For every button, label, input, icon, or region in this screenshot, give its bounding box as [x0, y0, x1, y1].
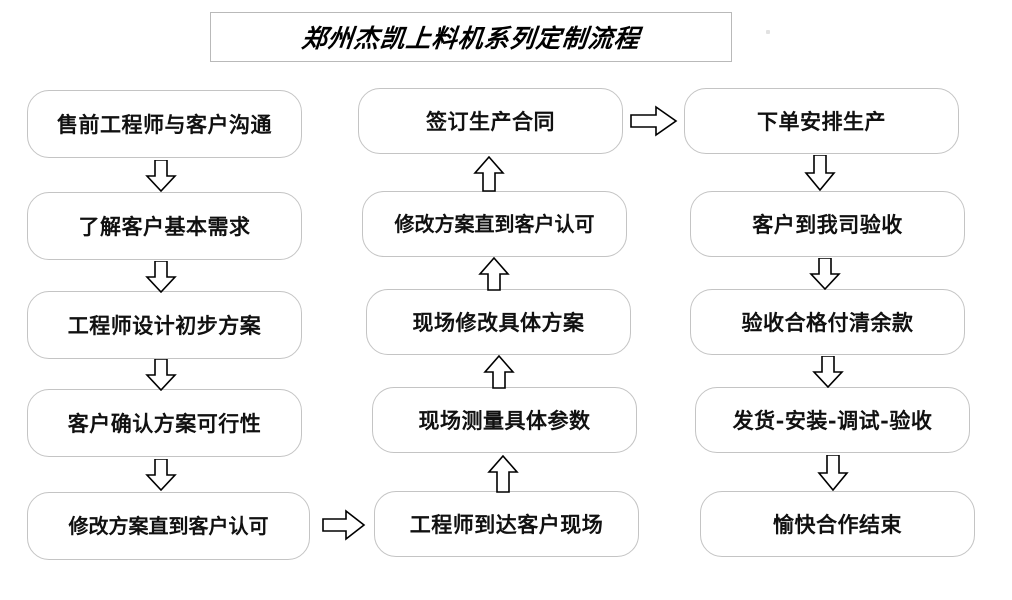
node-label: 修改方案直到客户认可	[394, 212, 595, 236]
node-label: 现场测量具体参数	[418, 407, 591, 433]
node-label: 客户到我司验收	[752, 211, 903, 237]
node-label: 验收合格付清余款	[741, 309, 914, 335]
arrow-right-icon	[630, 105, 678, 137]
node-understand-requirements[interactable]: 了解客户基本需求	[27, 192, 302, 260]
node-on-site-revise-plan[interactable]: 现场修改具体方案	[366, 289, 631, 355]
arrow-down-icon	[803, 155, 837, 191]
node-engineer-arrive-site[interactable]: 工程师到达客户现场	[374, 491, 639, 557]
arrow-down-icon	[144, 261, 178, 293]
node-revise-until-approved-middle[interactable]: 修改方案直到客户认可	[362, 191, 627, 257]
node-revise-until-approved-left[interactable]: 修改方案直到客户认可	[27, 492, 310, 560]
node-engineer-initial-design[interactable]: 工程师设计初步方案	[27, 291, 302, 359]
arrow-down-icon	[144, 359, 178, 391]
node-label: 签订生产合同	[426, 108, 555, 134]
node-sign-production-contract[interactable]: 签订生产合同	[358, 88, 623, 154]
node-label: 工程师设计初步方案	[67, 312, 262, 338]
scan-artifact	[766, 30, 770, 34]
node-label: 愉快合作结束	[773, 511, 902, 537]
node-pay-balance-after-acceptance[interactable]: 验收合格付清余款	[690, 289, 965, 355]
chart-title-text: 郑州杰凯上料机系列定制流程	[300, 24, 642, 53]
arrow-up-icon	[472, 156, 506, 192]
node-pre-sales-communication[interactable]: 售前工程师与客户沟通	[27, 90, 302, 158]
node-ship-install-debug-accept[interactable]: 发货-安装-调试-验收	[695, 387, 970, 453]
node-cooperation-complete[interactable]: 愉快合作结束	[700, 491, 975, 557]
arrow-down-icon	[144, 160, 178, 192]
arrow-down-icon	[808, 258, 842, 290]
node-customer-inspection-at-factory[interactable]: 客户到我司验收	[690, 191, 965, 257]
node-place-order-schedule-production[interactable]: 下单安排生产	[684, 88, 959, 154]
node-on-site-measure-params[interactable]: 现场测量具体参数	[372, 387, 637, 453]
arrow-down-icon	[816, 455, 850, 491]
node-label: 现场修改具体方案	[412, 309, 585, 335]
arrow-down-icon	[811, 356, 845, 388]
node-label: 客户确认方案可行性	[67, 410, 262, 436]
node-label: 修改方案直到客户认可	[68, 514, 269, 538]
chart-title-box: 郑州杰凯上料机系列定制流程	[210, 12, 732, 62]
arrow-down-icon	[144, 459, 178, 491]
arrow-up-icon	[477, 257, 511, 291]
node-customer-confirm-feasibility[interactable]: 客户确认方案可行性	[27, 389, 302, 457]
node-label: 发货-安装-调试-验收	[732, 407, 933, 433]
arrow-right-icon	[322, 509, 366, 541]
node-label: 下单安排生产	[757, 108, 886, 134]
node-label: 售前工程师与客户沟通	[57, 111, 272, 137]
arrow-up-icon	[482, 355, 516, 389]
node-label: 工程师到达客户现场	[409, 511, 604, 537]
arrow-up-icon	[486, 455, 520, 493]
node-label: 了解客户基本需求	[78, 213, 251, 239]
